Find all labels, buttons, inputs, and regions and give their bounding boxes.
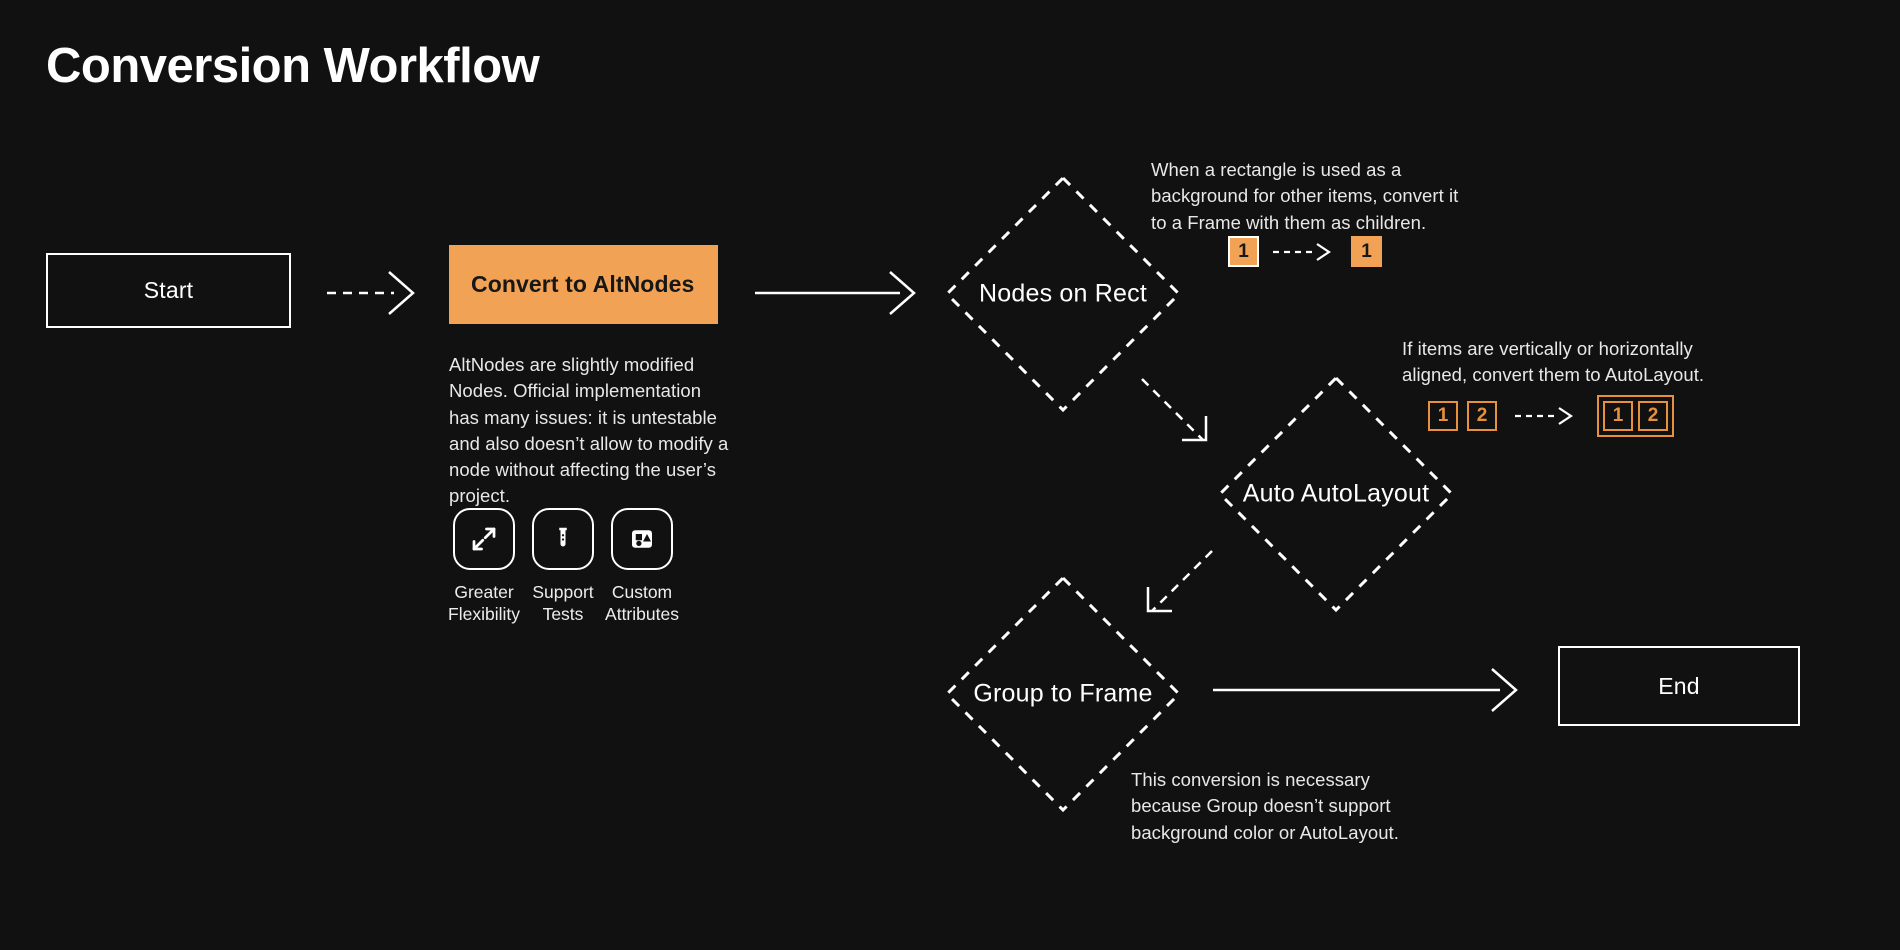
node-auto-autolayout-label: Auto AutoLayout — [1242, 479, 1430, 508]
feature-custom-attributes[interactable]: Custom Attributes — [605, 508, 679, 625]
badge-before-1: 1 — [1428, 401, 1458, 431]
note-nodes-on-rect: When a rectangle is used as a background… — [1151, 159, 1459, 233]
feature-support-tests[interactable]: Support Tests — [531, 508, 595, 625]
badge-before-1: 1 — [1228, 236, 1259, 267]
diamond-outline — [944, 575, 1182, 813]
node-auto-autolayout[interactable]: Auto AutoLayout — [1217, 375, 1455, 613]
connector-convert-to-nodesonrect — [755, 271, 916, 315]
badge-before-pair: 1 2 — [1428, 401, 1497, 431]
feature-caption: Support Tests — [532, 582, 594, 625]
feature-greater-flexibility[interactable]: Greater Flexibility — [448, 508, 520, 625]
badge-example-auto-autolayout: 1 2 1 2 — [1428, 395, 1674, 437]
badge-after-group: 1 2 — [1597, 395, 1674, 437]
badge-after-1: 1 — [1351, 236, 1382, 267]
badge-before-2: 2 — [1467, 401, 1497, 431]
badge-example-nodes-on-rect: 1 1 — [1228, 236, 1382, 267]
feature-caption: Custom Attributes — [605, 582, 679, 625]
diamond-outline — [944, 175, 1182, 413]
note-group-to-frame: This conversion is necessary because Gro… — [1131, 769, 1399, 843]
feature-caption: Greater Flexibility — [448, 582, 520, 625]
test-tube-icon — [532, 508, 594, 570]
node-convert-to-altnodes[interactable]: Convert to AltNodes — [449, 245, 718, 324]
diamond-outline — [1217, 375, 1455, 613]
node-end-label: End — [1658, 672, 1700, 699]
shapes-attributes-icon — [611, 508, 673, 570]
node-nodes-on-rect[interactable]: Nodes on Rect — [944, 175, 1182, 413]
node-nodes-on-rect-label: Nodes on Rect — [979, 279, 1147, 308]
connector-start-to-convert — [327, 271, 415, 315]
node-convert-label: Convert to AltNodes — [471, 271, 695, 297]
node-end[interactable]: End — [1558, 646, 1800, 726]
node-start-label: Start — [143, 277, 194, 303]
page-title: Conversion Workflow — [46, 39, 540, 93]
expand-arrows-icon — [453, 508, 515, 570]
badge-after-1: 1 — [1603, 401, 1633, 431]
node-group-to-frame[interactable]: Group to Frame — [944, 575, 1182, 813]
feature-list: Greater Flexibility Support Tests — [448, 508, 679, 625]
altnodes-description: AltNodes are slightly modified Nodes. Of… — [449, 354, 729, 507]
badge-after-2: 2 — [1638, 401, 1668, 431]
node-start[interactable]: Start — [46, 253, 291, 328]
badge-transform-arrow-icon — [1515, 407, 1573, 425]
badge-transform-arrow-icon — [1273, 242, 1331, 261]
connector-grouptoframe-to-end — [1213, 668, 1518, 712]
node-group-to-frame-label: Group to Frame — [973, 679, 1153, 708]
note-auto-autolayout: If items are vertically or horizontally … — [1402, 338, 1705, 386]
